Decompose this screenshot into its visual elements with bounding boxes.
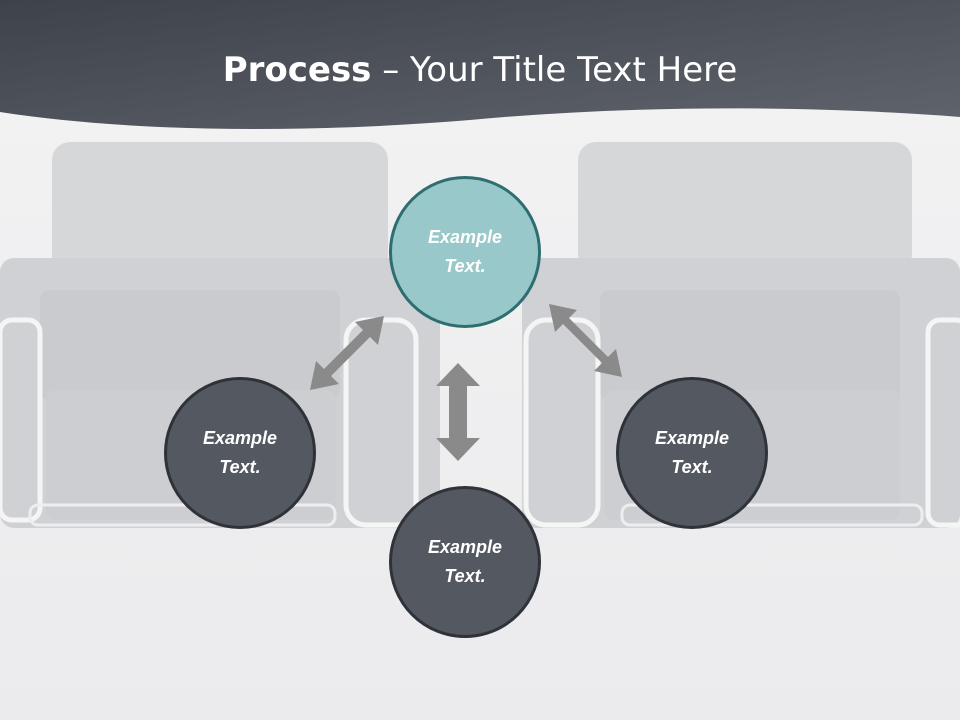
node-text: Example Text.: [202, 428, 278, 477]
node-text: Example Text.: [427, 227, 503, 276]
process-node-right: Example Text.: [616, 377, 768, 529]
arrows: [310, 304, 622, 461]
arrow-left-diagonal: [310, 316, 384, 390]
title-rest: – Your Title Text Here: [371, 50, 738, 90]
arrow-vertical: [436, 363, 480, 461]
node-text: Example Text.: [427, 537, 503, 586]
header-band: [0, 0, 960, 130]
left-armchair-image: [0, 142, 440, 528]
process-node-left: Example Text.: [164, 377, 316, 529]
arrow-right-diagonal: [549, 304, 622, 377]
node-text: Example Text.: [654, 428, 730, 477]
process-node-top: Example Text.: [389, 176, 541, 328]
title-bold: Process: [222, 50, 372, 90]
process-node-bottom: Example Text.: [389, 486, 541, 638]
page-title: Process – Your Title Text Here: [0, 50, 960, 90]
